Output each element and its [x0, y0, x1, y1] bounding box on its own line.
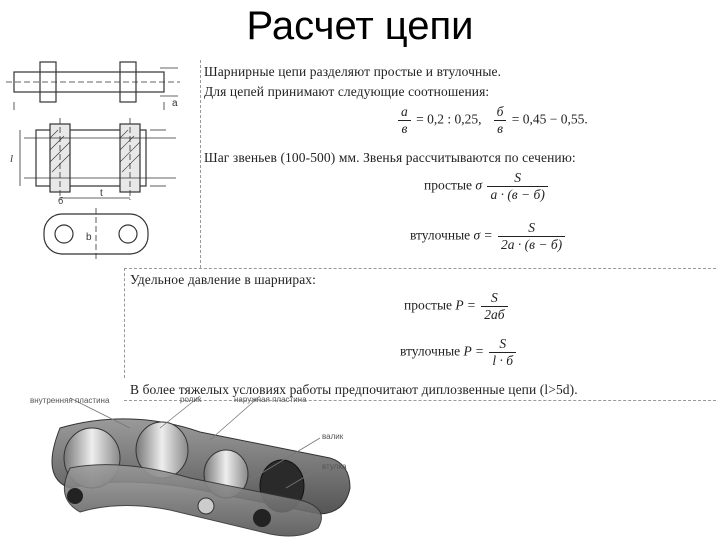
text-heavy-duty: В более тяжелых условиях работы предпочи…	[130, 382, 578, 397]
label-outer-plate: наружная пластина	[234, 395, 307, 404]
label-pressure-bushing: втулочные	[400, 343, 461, 359]
label-bushing-part: втулка	[322, 462, 347, 471]
roller-chain-illustration	[51, 395, 351, 537]
ratio-values-2: = 0,45 − 0,55.	[511, 111, 588, 127]
chain-link-drawing: a l t b б	[6, 61, 180, 260]
label-roller: ролик	[180, 395, 202, 404]
text-chain-types: Шарнирные цепи разделяют простые и втуло…	[204, 64, 502, 79]
text-pitch: Шаг звеньев (100-500) мм. Звенья рассчит…	[204, 150, 576, 165]
divider-horizontal-2	[124, 400, 716, 401]
text-pressure-intro: Удельное давление в шарнирах:	[130, 272, 317, 287]
dim-b: b	[86, 232, 92, 243]
label-inner-plate: внутренняя пластина	[30, 396, 110, 405]
symbol-p: P =	[455, 297, 476, 313]
label-pin: валик	[322, 432, 344, 441]
page-title: Расчет цепи	[246, 4, 474, 48]
label-bushing: втулочные	[410, 227, 471, 243]
symbol-p-eq: P =	[463, 343, 485, 359]
label-pressure-simple: простые	[404, 297, 453, 313]
dim-d: б	[58, 196, 63, 206]
text-ratios-intro: Для цепей принимают следующие соотношени…	[204, 84, 490, 99]
symbol-sigma-eq: σ =	[473, 227, 493, 243]
divider-horizontal-1	[124, 268, 716, 269]
label-simple: простые	[424, 177, 473, 193]
dim-t: t	[100, 188, 103, 199]
dim-l: l	[10, 153, 13, 165]
divider-vertical-1	[200, 60, 201, 268]
symbol-sigma: σ	[475, 177, 483, 193]
ratio-values-1: = 0,2 : 0,25,	[416, 111, 482, 127]
divider-vertical-2	[124, 268, 125, 378]
dim-a: a	[172, 98, 178, 109]
